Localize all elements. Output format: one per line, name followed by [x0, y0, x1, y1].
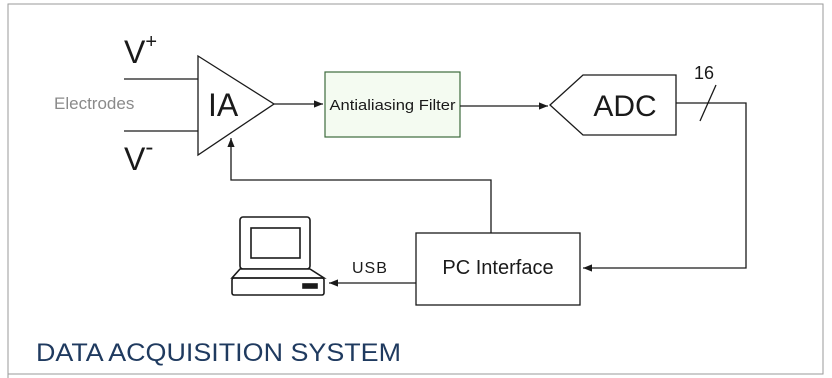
bus-width-label: 16 — [694, 63, 714, 83]
computer-icon — [230, 216, 327, 296]
adc-label: ADC — [593, 90, 656, 123]
pc-interface-label: PC Interface — [442, 257, 553, 279]
v-minus-label: V- — [124, 134, 153, 177]
adc-block — [549, 74, 677, 136]
adc-to-pc-bus — [583, 102, 747, 272]
electrodes-label: Electrodes — [54, 94, 134, 113]
filter-label: Antialiasing Filter — [330, 97, 456, 114]
usb-label: USB — [352, 260, 388, 277]
v-plus-label: V+ — [124, 31, 157, 70]
diagram-frame — [7, 3, 824, 375]
antialiasing-filter-block — [324, 71, 461, 138]
diagram-caption: DATA ACQUISITION SYSTEM — [36, 339, 401, 367]
feedback-arrow — [227, 138, 492, 233]
ia-label: IA — [208, 87, 239, 123]
ia-amplifier-block — [197, 54, 276, 157]
pc-interface-block — [415, 232, 581, 306]
bus-width-slash — [699, 84, 717, 122]
